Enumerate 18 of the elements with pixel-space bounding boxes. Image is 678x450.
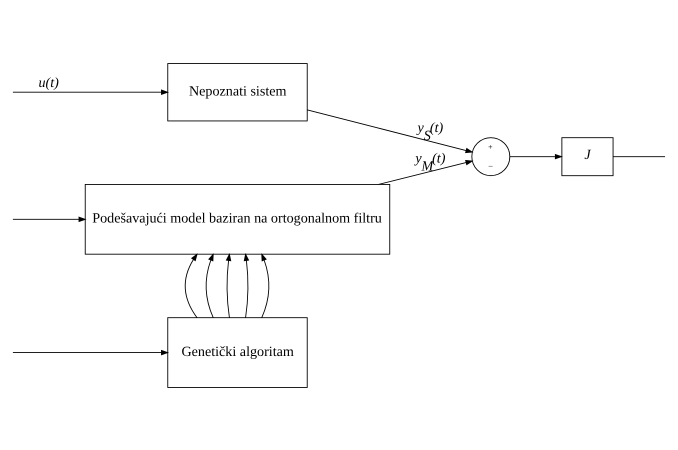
arrow: [206, 252, 214, 318]
node-box: Nepoznati sistem: [167, 62, 308, 121]
node-circle: + –: [471, 136, 510, 176]
arrow: [510, 153, 563, 159]
arrow: [12, 216, 87, 222]
node-box: Podešavajući model baziran na ortogonalnom filtru: [84, 184, 390, 254]
arrow: [12, 88, 169, 94]
arrow: [226, 252, 232, 318]
arrow: [12, 349, 169, 355]
node-box: Genetički algoritam: [167, 316, 308, 388]
node-box: J: [561, 136, 614, 176]
arrow: [261, 252, 270, 318]
arrow: [184, 252, 198, 318]
arrow: [307, 108, 474, 153]
edge-label: u(t): [38, 74, 59, 90]
connector: [612, 156, 666, 157]
arrow: [244, 252, 250, 318]
arrow: [378, 159, 474, 184]
